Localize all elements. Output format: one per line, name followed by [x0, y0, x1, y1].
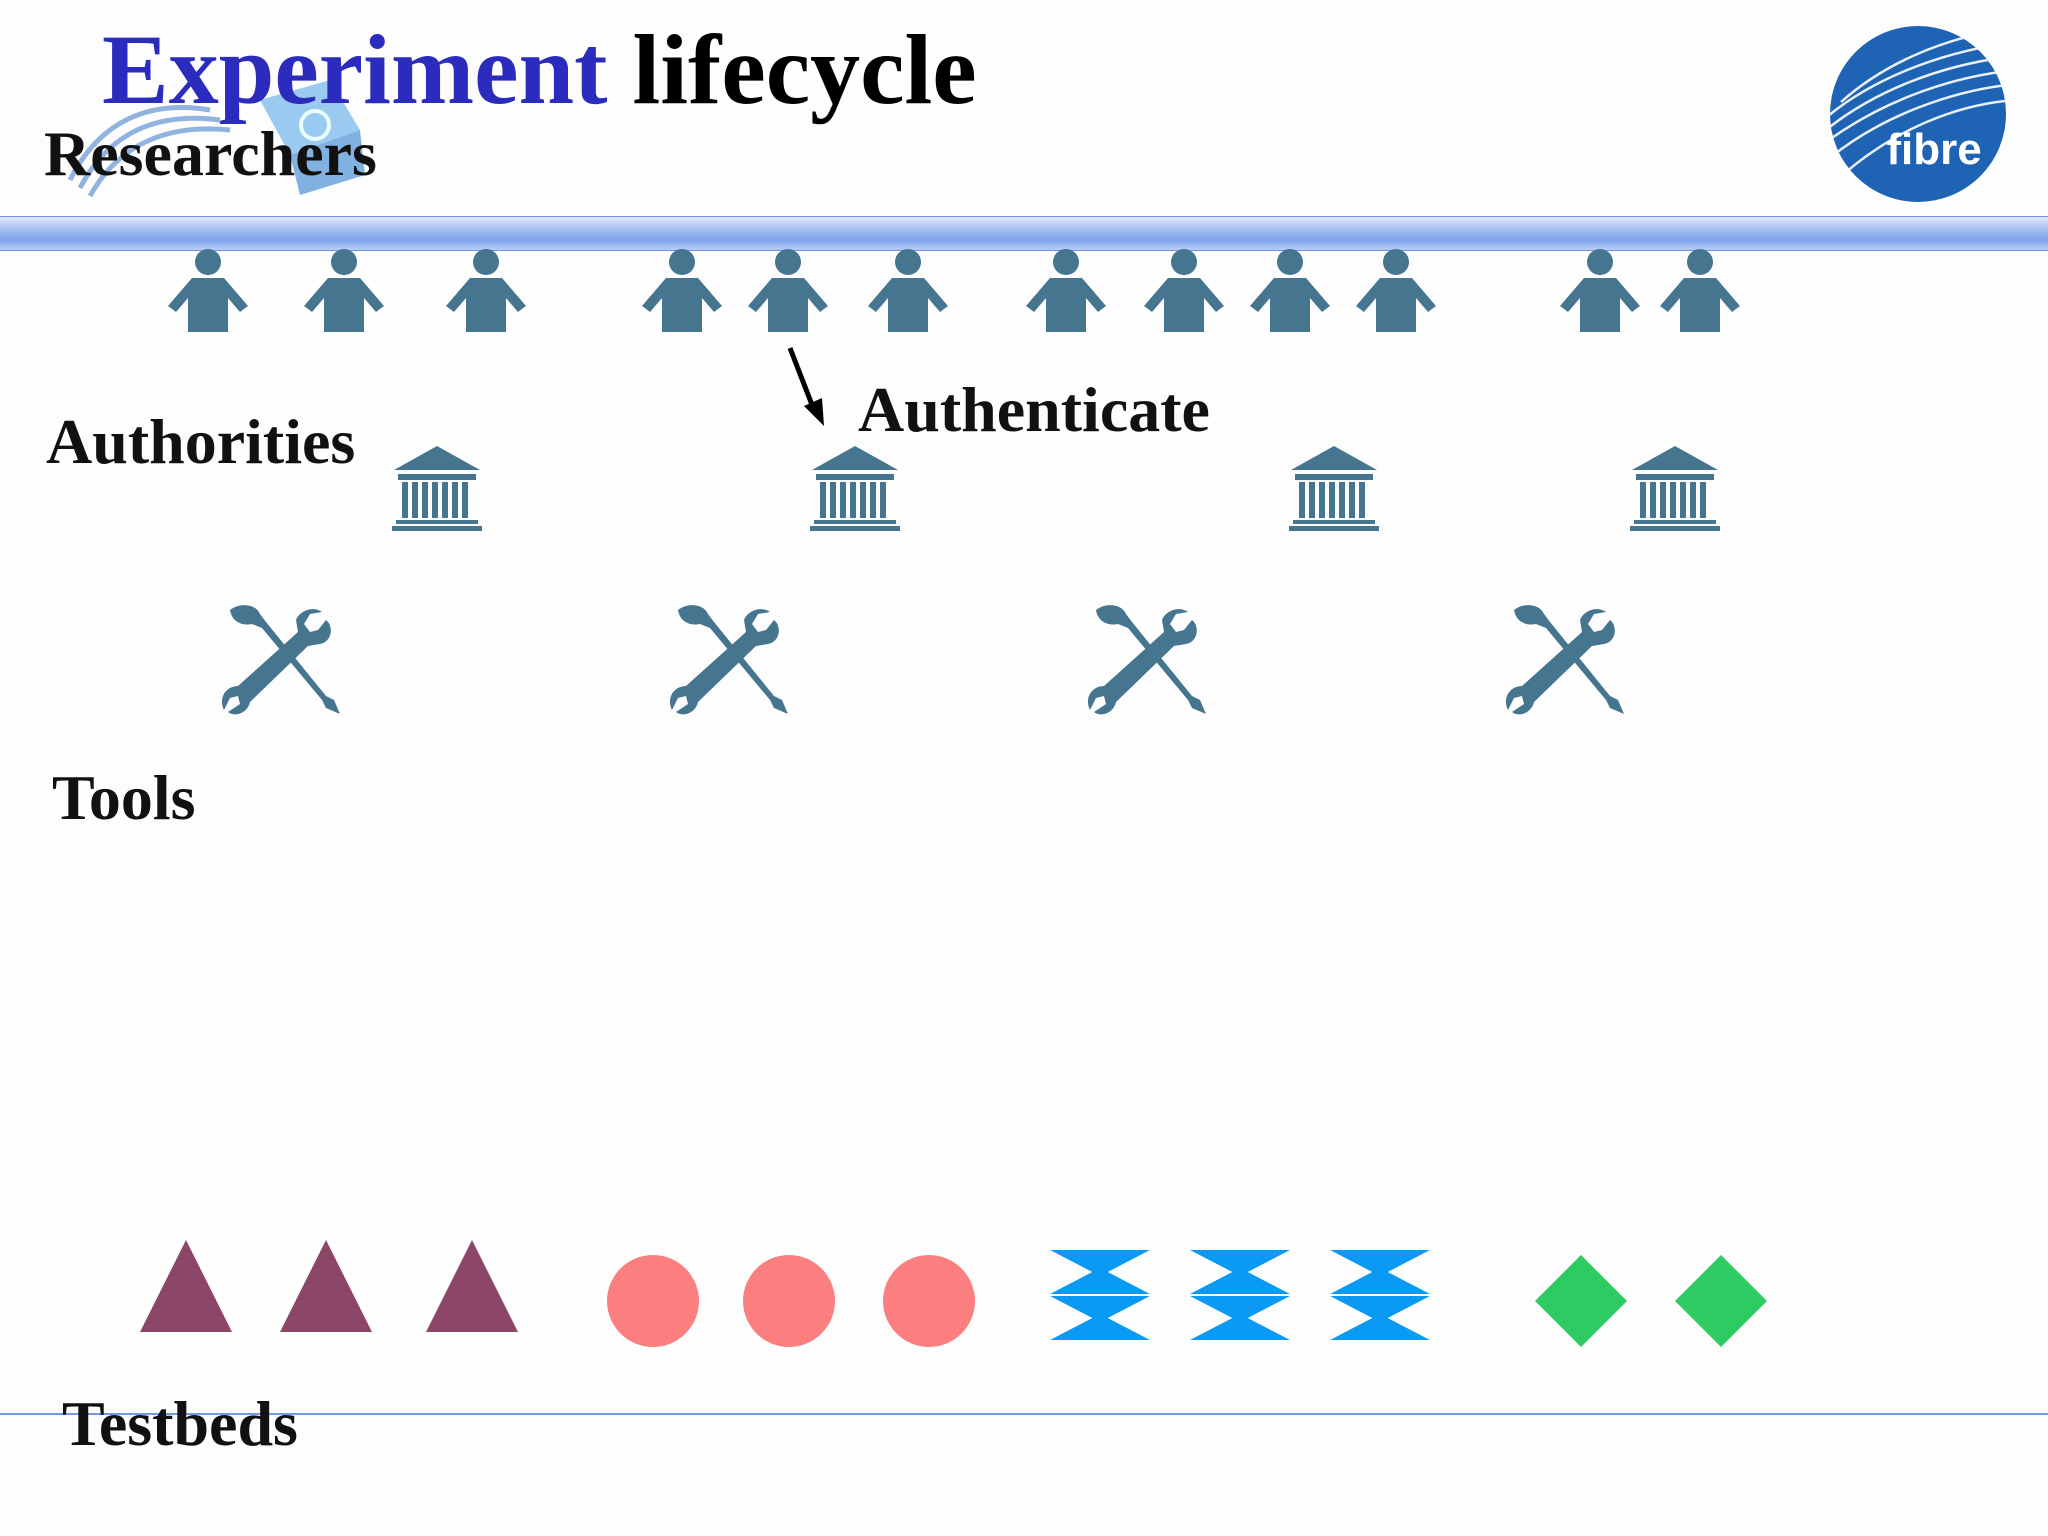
researchers-label: Researchers — [44, 118, 377, 189]
title-part-lifecycle: lifecycle — [632, 14, 977, 125]
testbed-diamond — [1535, 1255, 1627, 1347]
testbed-hourglass — [1050, 1250, 1150, 1340]
testbed-hourglass — [1330, 1250, 1430, 1340]
researcher-icon — [748, 249, 828, 332]
tools-label: Tools — [52, 762, 196, 833]
researcher-icon — [304, 249, 384, 332]
researcher-icon — [1356, 249, 1436, 332]
testbed-circle — [607, 1255, 699, 1347]
researcher-icon — [1144, 249, 1224, 332]
fibre-logo-text: fibre — [1886, 125, 1981, 174]
testbed-triangle — [426, 1240, 518, 1332]
researcher-icon — [446, 249, 526, 332]
testbeds-label: Testbeds — [62, 1388, 298, 1459]
testbed-diamond — [1675, 1255, 1767, 1347]
researcher-icon — [642, 249, 722, 332]
fibre-logo: fibre — [1830, 26, 2006, 202]
title-part-experiment: Experiment — [102, 14, 608, 125]
institution-icon — [1630, 446, 1720, 531]
researcher-icon — [868, 249, 948, 332]
institution-icon — [1289, 446, 1379, 531]
tools-icon — [1505, 605, 1624, 715]
testbed-triangle — [280, 1240, 372, 1332]
researcher-icon — [1250, 249, 1330, 332]
authorities-label: Authorities — [46, 406, 356, 477]
institution-icon — [392, 446, 482, 531]
researcher-icon — [168, 249, 248, 332]
top-divider-bar — [0, 216, 2048, 251]
testbed-circle — [883, 1255, 975, 1347]
tools-icon — [1087, 605, 1206, 715]
bottom-divider-line — [0, 1413, 2048, 1415]
testbed-triangle — [140, 1240, 232, 1332]
researcher-icon — [1560, 249, 1640, 332]
authenticate-arrow — [787, 347, 824, 426]
testbed-circle — [743, 1255, 835, 1347]
page-title: Experiment lifecycle — [102, 20, 977, 120]
tools-icon — [221, 605, 340, 715]
testbed-hourglass — [1190, 1250, 1290, 1340]
researcher-icon — [1026, 249, 1106, 332]
background-logo — [67, 80, 365, 198]
tools-icon — [669, 605, 788, 715]
institution-icon — [810, 446, 900, 531]
authenticate-label: Authenticate — [858, 374, 1210, 445]
researcher-icon — [1660, 249, 1740, 332]
